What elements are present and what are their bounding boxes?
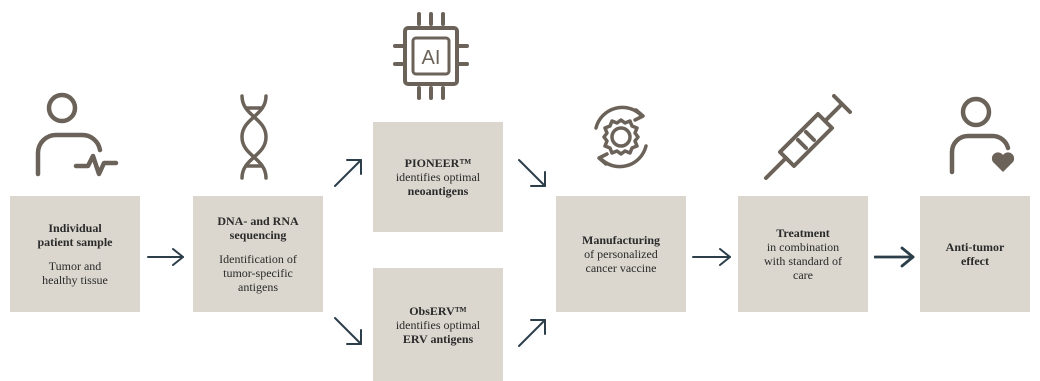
step-pioneer: PIONEER™ identifies optimal neoantigens xyxy=(373,122,503,232)
syringe-icon xyxy=(764,94,852,180)
step-title: Individual xyxy=(48,221,102,235)
step-treatment: Treatment in combination with standard o… xyxy=(738,196,868,312)
step-description: identifies optimal xyxy=(395,317,481,332)
arrow-sequencing-to-pioneer xyxy=(334,159,362,187)
step-title: sequencing xyxy=(229,228,287,242)
step-description: in combination xyxy=(766,240,840,254)
arrow-sequencing-to-observ xyxy=(334,317,362,345)
step-title: ObsERV™ xyxy=(409,303,467,318)
step-description: with standard of xyxy=(764,254,842,268)
step-sequencing: DNA- and RNA sequencing Identification o… xyxy=(193,196,323,312)
ai-chip-label: AI xyxy=(422,47,441,69)
arrow-treatment-to-effect xyxy=(874,246,915,268)
ai-chip-icon: AI xyxy=(393,12,469,100)
step-description: care xyxy=(793,268,813,282)
dna-helix-icon xyxy=(240,94,268,180)
step-title: Treatment xyxy=(776,226,830,240)
step-observ: ObsERV™ identifies optimal ERV antigens xyxy=(373,268,503,381)
step-description: antigens xyxy=(238,280,278,294)
gear-cycle-icon xyxy=(594,105,648,169)
arrow-pioneer-to-manufacturing xyxy=(518,159,546,187)
step-description: identifies optimal xyxy=(395,170,481,184)
step-description: tumor-specific xyxy=(223,266,293,280)
patient-monitor-icon xyxy=(35,92,119,177)
step-anti-tumor-effect: Anti-tumor effect xyxy=(920,196,1030,312)
patient-heart-icon xyxy=(949,96,1015,175)
arrow-sample-to-sequencing xyxy=(147,248,184,266)
step-description: cancer vaccine xyxy=(585,261,657,275)
arrow-observ-to-manufacturing xyxy=(518,319,546,347)
step-title: PIONEER™ xyxy=(404,156,472,170)
step-description: Identification of xyxy=(219,252,297,266)
step-description: healthy tissue xyxy=(42,273,108,287)
arrow-manufacturing-to-treatment xyxy=(692,248,731,266)
step-description: Tumor and xyxy=(48,259,102,273)
step-patient-sample: Individual patient sample Tumor and heal… xyxy=(10,196,140,312)
step-title: Manufacturing xyxy=(582,233,660,247)
step-title: Anti-tumor xyxy=(945,240,1005,254)
step-title: DNA- and RNA xyxy=(217,214,299,228)
step-description: of personalized xyxy=(584,247,658,261)
step-target: ERV antigens xyxy=(402,331,474,346)
step-manufacturing: Manufacturing of personalized cancer vac… xyxy=(556,196,686,312)
step-title: patient sample xyxy=(37,235,113,249)
step-title: effect xyxy=(961,254,989,268)
step-target: neoantigens xyxy=(407,184,469,198)
